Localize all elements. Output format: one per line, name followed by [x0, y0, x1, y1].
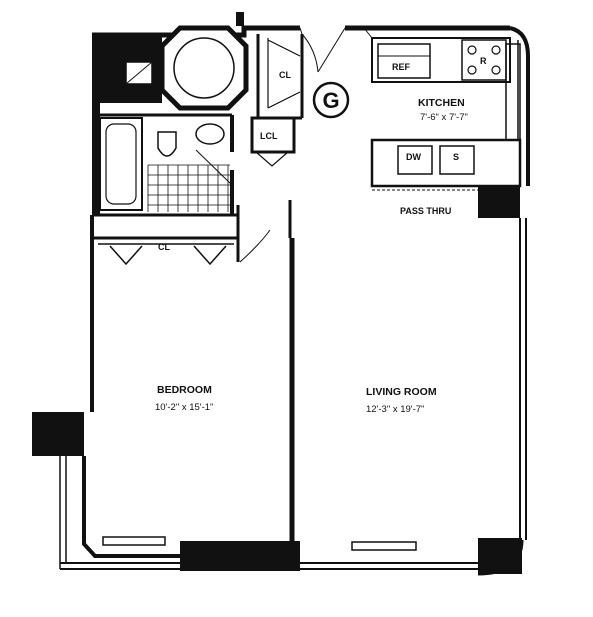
bath-door-swing	[195, 149, 233, 186]
entry-door-swing	[301, 33, 319, 73]
wall-right-corner	[477, 539, 524, 576]
wall-left	[82, 215, 180, 558]
pass-thru-label: PASS THRU	[400, 206, 451, 216]
closet-bedroom-doors	[98, 243, 234, 266]
wall-right-lower	[519, 218, 527, 540]
column-bottom-right	[478, 538, 522, 574]
linen-closet-label: LCL	[260, 131, 278, 141]
closet-top-label: CL	[279, 70, 291, 80]
kitchen-sink	[439, 145, 475, 175]
living-room-dims: 12'-3" x 19'-7"	[366, 404, 424, 415]
column-pass-thru	[478, 186, 520, 218]
range-label: R	[480, 56, 487, 66]
sink-label: S	[453, 152, 459, 162]
column-top-stub	[236, 12, 244, 26]
column-bottom-mid	[180, 541, 300, 571]
bathtub-inner	[105, 123, 137, 205]
dishwasher	[397, 145, 433, 175]
kitchen-dims: 7'-6" x 7'-7"	[420, 112, 468, 123]
wall-left-upper	[92, 103, 100, 215]
octagon-circle	[173, 37, 235, 99]
wall-bedroom-top	[92, 213, 238, 240]
kitchen-name: KITCHEN	[418, 97, 465, 109]
bedroom-dims: 10'-2" x 15'-1"	[155, 402, 213, 413]
refrigerator	[377, 43, 431, 79]
closet-top-doors	[267, 38, 301, 109]
wall-bedroom-door-jamb	[236, 200, 292, 262]
linen-closet-door	[255, 151, 289, 167]
window-living	[351, 541, 417, 551]
closet-bedroom-label: CL	[158, 242, 170, 252]
column-left	[32, 412, 84, 456]
bedroom-door-swing	[239, 229, 271, 263]
bathtub	[99, 117, 143, 211]
dishwasher-label: DW	[406, 152, 421, 162]
linen-closet	[250, 116, 296, 154]
burner-4	[491, 65, 501, 75]
burner-3	[467, 65, 477, 75]
window-bedroom	[102, 536, 166, 546]
wall-right	[509, 26, 530, 186]
unit-marker: G	[322, 88, 339, 113]
burner-2	[491, 45, 501, 55]
wall-bottom	[60, 562, 478, 570]
living-room-name: LIVING ROOM	[366, 386, 437, 398]
bath-tile-floor	[147, 164, 230, 212]
unit-marker-circle	[312, 81, 350, 119]
toilet	[157, 131, 177, 157]
refrigerator-label: REF	[392, 62, 411, 72]
burner-1	[467, 45, 477, 55]
octagon-room	[159, 25, 249, 111]
bath-sink	[195, 123, 225, 145]
bedroom-name: BEDROOM	[157, 384, 212, 396]
wall-left-outer	[59, 456, 67, 569]
